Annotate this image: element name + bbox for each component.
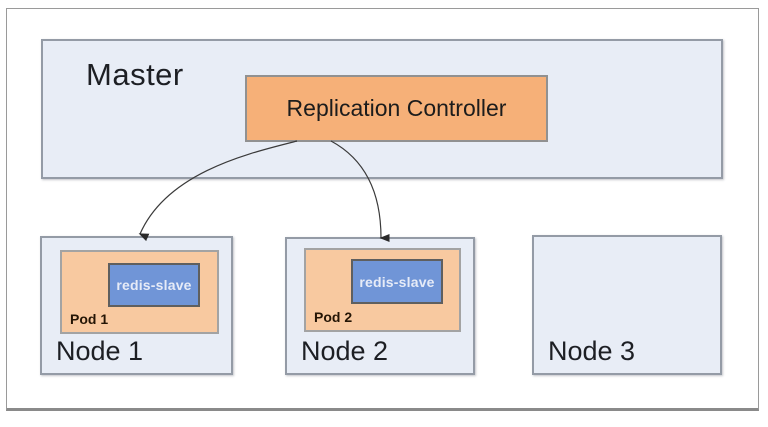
node-1-box: redis-slave Pod 1 Node 1 [40,236,233,375]
replication-controller-label: Replication Controller [286,95,507,121]
node-2-box: redis-slave Pod 2 Node 2 [285,237,475,375]
redis-slave-2-box: redis-slave [351,259,443,304]
replication-controller-box: Replication Controller [245,75,548,142]
pod-1-label: Pod 1 [70,311,109,327]
node-1-label: Node 1 [56,336,144,366]
redis-slave-2-label: redis-slave [359,273,435,290]
redis-slave-1-box: redis-slave [108,263,200,307]
master-box: Master Replication Controller [41,39,723,179]
node-3-label: Node 3 [548,336,636,366]
redis-slave-1-label: redis-slave [116,277,192,293]
node-3-box: Node 3 [532,235,722,375]
pod-2-label: Pod 2 [314,309,353,325]
node-2-label: Node 2 [301,336,389,366]
pod-1-box: redis-slave Pod 1 [60,250,219,334]
master-label: Master [86,57,184,92]
pod-2-box: redis-slave Pod 2 [304,248,461,332]
